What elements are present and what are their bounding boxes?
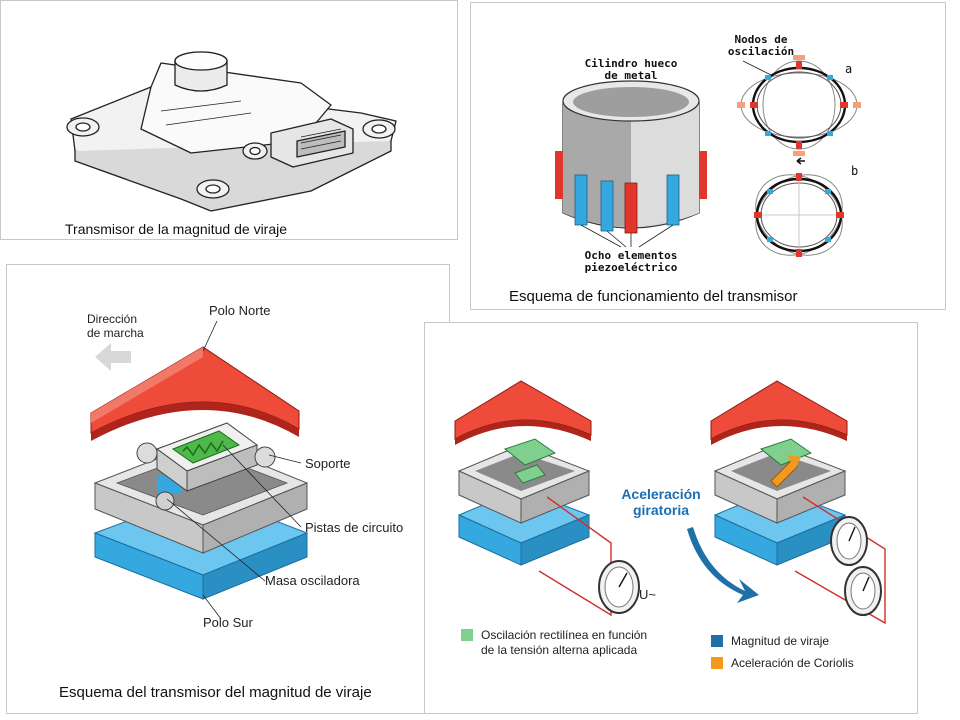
piezo-element-blue <box>666 174 680 226</box>
panel-exploded-sensor: Dirección de marcha <box>6 264 450 714</box>
sensor-assembly-left <box>454 380 592 566</box>
legend-swatch-coriolis <box>711 657 723 669</box>
north-pole-label: Polo Norte <box>209 303 270 318</box>
piezo-element-blue <box>600 180 614 232</box>
voltage-label: U~ <box>639 587 656 602</box>
legend-oscillation-line2: de la tensión alterna aplicada <box>481 643 637 657</box>
legend-swatch-yaw <box>711 635 723 647</box>
panel-coriolis-principle: U~ Aceleración giratoria <box>424 322 918 714</box>
oscillating-mass-green <box>503 438 557 466</box>
piezo-element-blue <box>574 174 588 226</box>
working-principle-diagram: Cilindro hueco de metal Ocho elementos p… <box>509 33 861 305</box>
support-label: Soporte <box>305 456 351 471</box>
oscillation-mode-b <box>754 173 844 257</box>
mode-a-label: a <box>845 62 852 76</box>
piezo-label-line2: piezoeléctrico <box>585 261 678 274</box>
coriolis-arrow-icon <box>770 460 798 488</box>
panel-working-principle: Cilindro hueco de metal Ocho elementos p… <box>470 2 946 310</box>
nodes-label-line2: oscilación <box>728 45 794 58</box>
support-frame <box>93 422 309 554</box>
sensor-assembly-right <box>710 380 848 566</box>
legend-coriolis: Aceleración de Coriolis <box>731 656 854 670</box>
rotary-accel-label-line1: Aceleración <box>621 486 700 502</box>
oscillating-mass-label: Masa osciladora <box>265 573 360 588</box>
voltage-meter-right-bottom <box>844 566 882 616</box>
legend-yaw: Magnitud de viraje <box>731 634 829 648</box>
hollow-metal-cylinder <box>555 80 707 234</box>
north-pole-cap <box>90 346 300 441</box>
direction-label-line1: Dirección <box>87 312 137 326</box>
legend-oscillation-line1: Oscilación rectilínea en función <box>481 628 647 642</box>
mode-b-label: b <box>851 164 858 178</box>
coriolis-principle-diagram: U~ Aceleración giratoria <box>454 380 886 670</box>
south-pole-label: Polo Sur <box>203 615 254 630</box>
rotation-arrow-icon <box>687 527 759 603</box>
voltage-meter-left <box>598 560 640 614</box>
piezo-element-red <box>624 182 638 234</box>
rotary-accel-label-line2: giratoria <box>633 502 689 518</box>
panel1-caption: Transmisor de la magnitud de viraje <box>65 221 287 237</box>
panel3-caption: Esquema del transmisor del magnitud de v… <box>59 684 372 701</box>
panel2-caption: Esquema de funcionamiento del transmisor <box>509 288 798 305</box>
sensor-housing-drawing: Transmisor de la magnitud de viraje <box>65 51 397 237</box>
circuit-tracks <box>171 430 241 464</box>
piezo-label-line1: Ocho elementos <box>585 249 678 262</box>
nodes-label-line1: Nodos de <box>735 33 788 46</box>
voltage-meter-right-top <box>830 516 868 566</box>
direction-arrow-icon <box>95 343 131 371</box>
direction-label-line2: de marcha <box>87 326 144 340</box>
circuit-tracks-label: Pistas de circuito <box>305 520 403 535</box>
exploded-sensor-diagram: Dirección de marcha <box>59 303 403 701</box>
legend-swatch-oscillation <box>461 629 473 641</box>
piezo-element-red <box>699 151 707 199</box>
cylinder-label-line2: de metal <box>605 69 658 82</box>
panel-sensor-housing: Transmisor de la magnitud de viraje <box>0 0 458 240</box>
oscillation-mode-a <box>737 55 861 156</box>
piezo-element-red <box>555 151 563 199</box>
cylinder-label-line1: Cilindro hueco <box>585 57 678 70</box>
